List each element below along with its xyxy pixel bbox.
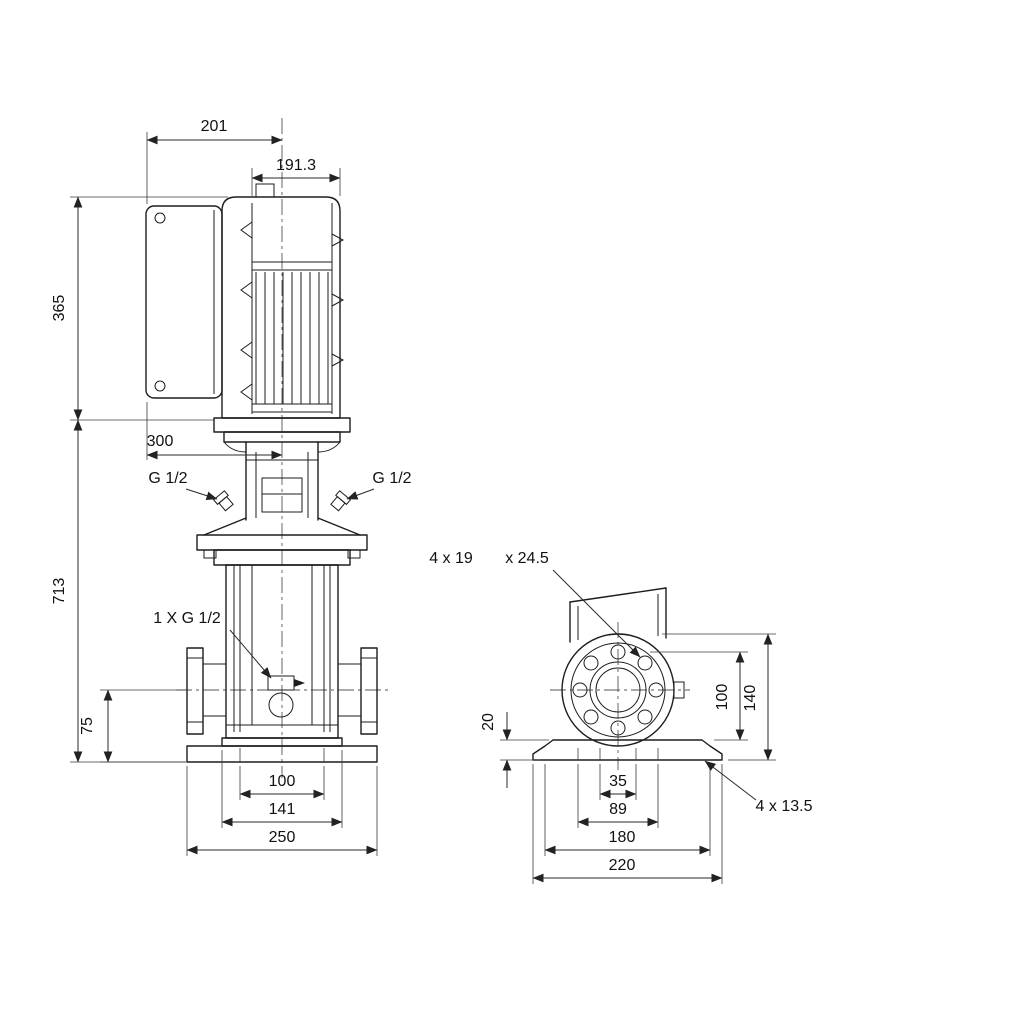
motor-lifting-lug — [255, 183, 275, 198]
port-label-left: G 1/2 — [148, 470, 218, 500]
dim-heights: 365 713 — [51, 196, 228, 763]
dim-bolt-circle-height: 100 — [650, 651, 748, 741]
motor-cooling-fins — [255, 272, 329, 404]
base-plate-side — [532, 739, 723, 761]
dim-width-motor: 191.3 — [251, 157, 341, 196]
dim-base-top-width-label: 180 — [609, 829, 636, 846]
dim-base-width-front-label: 250 — [269, 829, 296, 846]
dim-slot-spacing: 35 — [599, 764, 637, 800]
dim-base-width-front: 250 — [186, 766, 378, 856]
port-right-label: G 1/2 — [372, 470, 411, 487]
dim-base-bolt-spacing-label: 100 — [269, 773, 296, 790]
flange-bolt-holes — [572, 644, 664, 736]
flange-holes-label: 4 x 19 — [429, 550, 473, 567]
side-flange — [561, 633, 685, 747]
port-plug-left — [212, 490, 234, 512]
dim-port-height: 75 — [79, 689, 186, 763]
dim-depth-label: 300 — [147, 433, 174, 450]
dim-slot-outer-spacing-label: 89 — [609, 801, 627, 818]
side-view: 20 100 140 35 89 — [429, 550, 813, 884]
terminal-box-screw-top — [154, 212, 166, 224]
dim-base-width-side-label: 220 — [609, 857, 636, 874]
coupling-guard-window — [261, 477, 303, 513]
drain-port-label: 1 X G 1/2 — [153, 610, 221, 627]
pipe-flanges — [186, 647, 378, 735]
base-plate-front — [186, 737, 378, 763]
port-plug-right — [330, 490, 352, 512]
side-plug-boss — [673, 681, 685, 699]
terminal-box-screw-bottom — [154, 380, 166, 392]
drain-plug — [267, 675, 305, 718]
dim-slot-outer-spacing: 89 — [577, 764, 659, 828]
dim-base-bolt-spacing: 100 — [239, 766, 325, 800]
dim-base-mid-width-label: 141 — [269, 801, 296, 818]
port-left-label: G 1/2 — [148, 470, 187, 487]
dim-width-motor-label: 191.3 — [276, 157, 316, 174]
dim-base-width-side: 220 — [532, 764, 723, 884]
drain-boss — [268, 692, 294, 718]
dim-port-height-label: 75 — [79, 717, 96, 735]
dim-height-motor-label: 365 — [51, 295, 68, 322]
drain-label: 1 X G 1/2 — [153, 610, 272, 679]
flange-left — [186, 647, 204, 735]
dim-base-mid-width: 141 — [221, 750, 343, 828]
dim-height-total-label: 713 — [51, 578, 68, 605]
dim-bolt-circle-height-label: 100 — [714, 684, 731, 711]
dim-flange-height-label: 140 — [742, 685, 759, 712]
flange-right — [360, 647, 378, 735]
port-label-right: G 1/2 — [346, 470, 412, 500]
front-view: 201 191.3 365 713 300 — [51, 118, 412, 856]
dim-depth: 300 — [146, 402, 283, 460]
dim-flange-height: 140 — [662, 633, 776, 761]
flange-holes-depth-label: x 24.5 — [505, 550, 549, 567]
base-holes-label: 4 x 13.5 — [756, 798, 813, 815]
coupling-section — [245, 441, 319, 521]
dim-width-top: 201 — [146, 118, 283, 204]
dim-base-thickness-label: 20 — [480, 713, 497, 731]
head-bolt-left — [203, 549, 217, 559]
dim-base-top-width: 180 — [544, 764, 711, 856]
motor-fin-tabs — [240, 221, 345, 401]
flange-holes-callout: 4 x 19 x 24.5 — [429, 550, 641, 658]
dim-width-top-label: 201 — [201, 118, 228, 135]
terminal-box — [145, 205, 223, 399]
dim-base-thickness: 20 — [480, 712, 549, 788]
base-holes-callout: 4 x 13.5 — [704, 760, 813, 815]
head-bolt-right — [347, 549, 361, 559]
motor-body — [221, 183, 345, 419]
dim-slot-spacing-label: 35 — [609, 773, 627, 790]
side-pump-column — [569, 587, 667, 643]
